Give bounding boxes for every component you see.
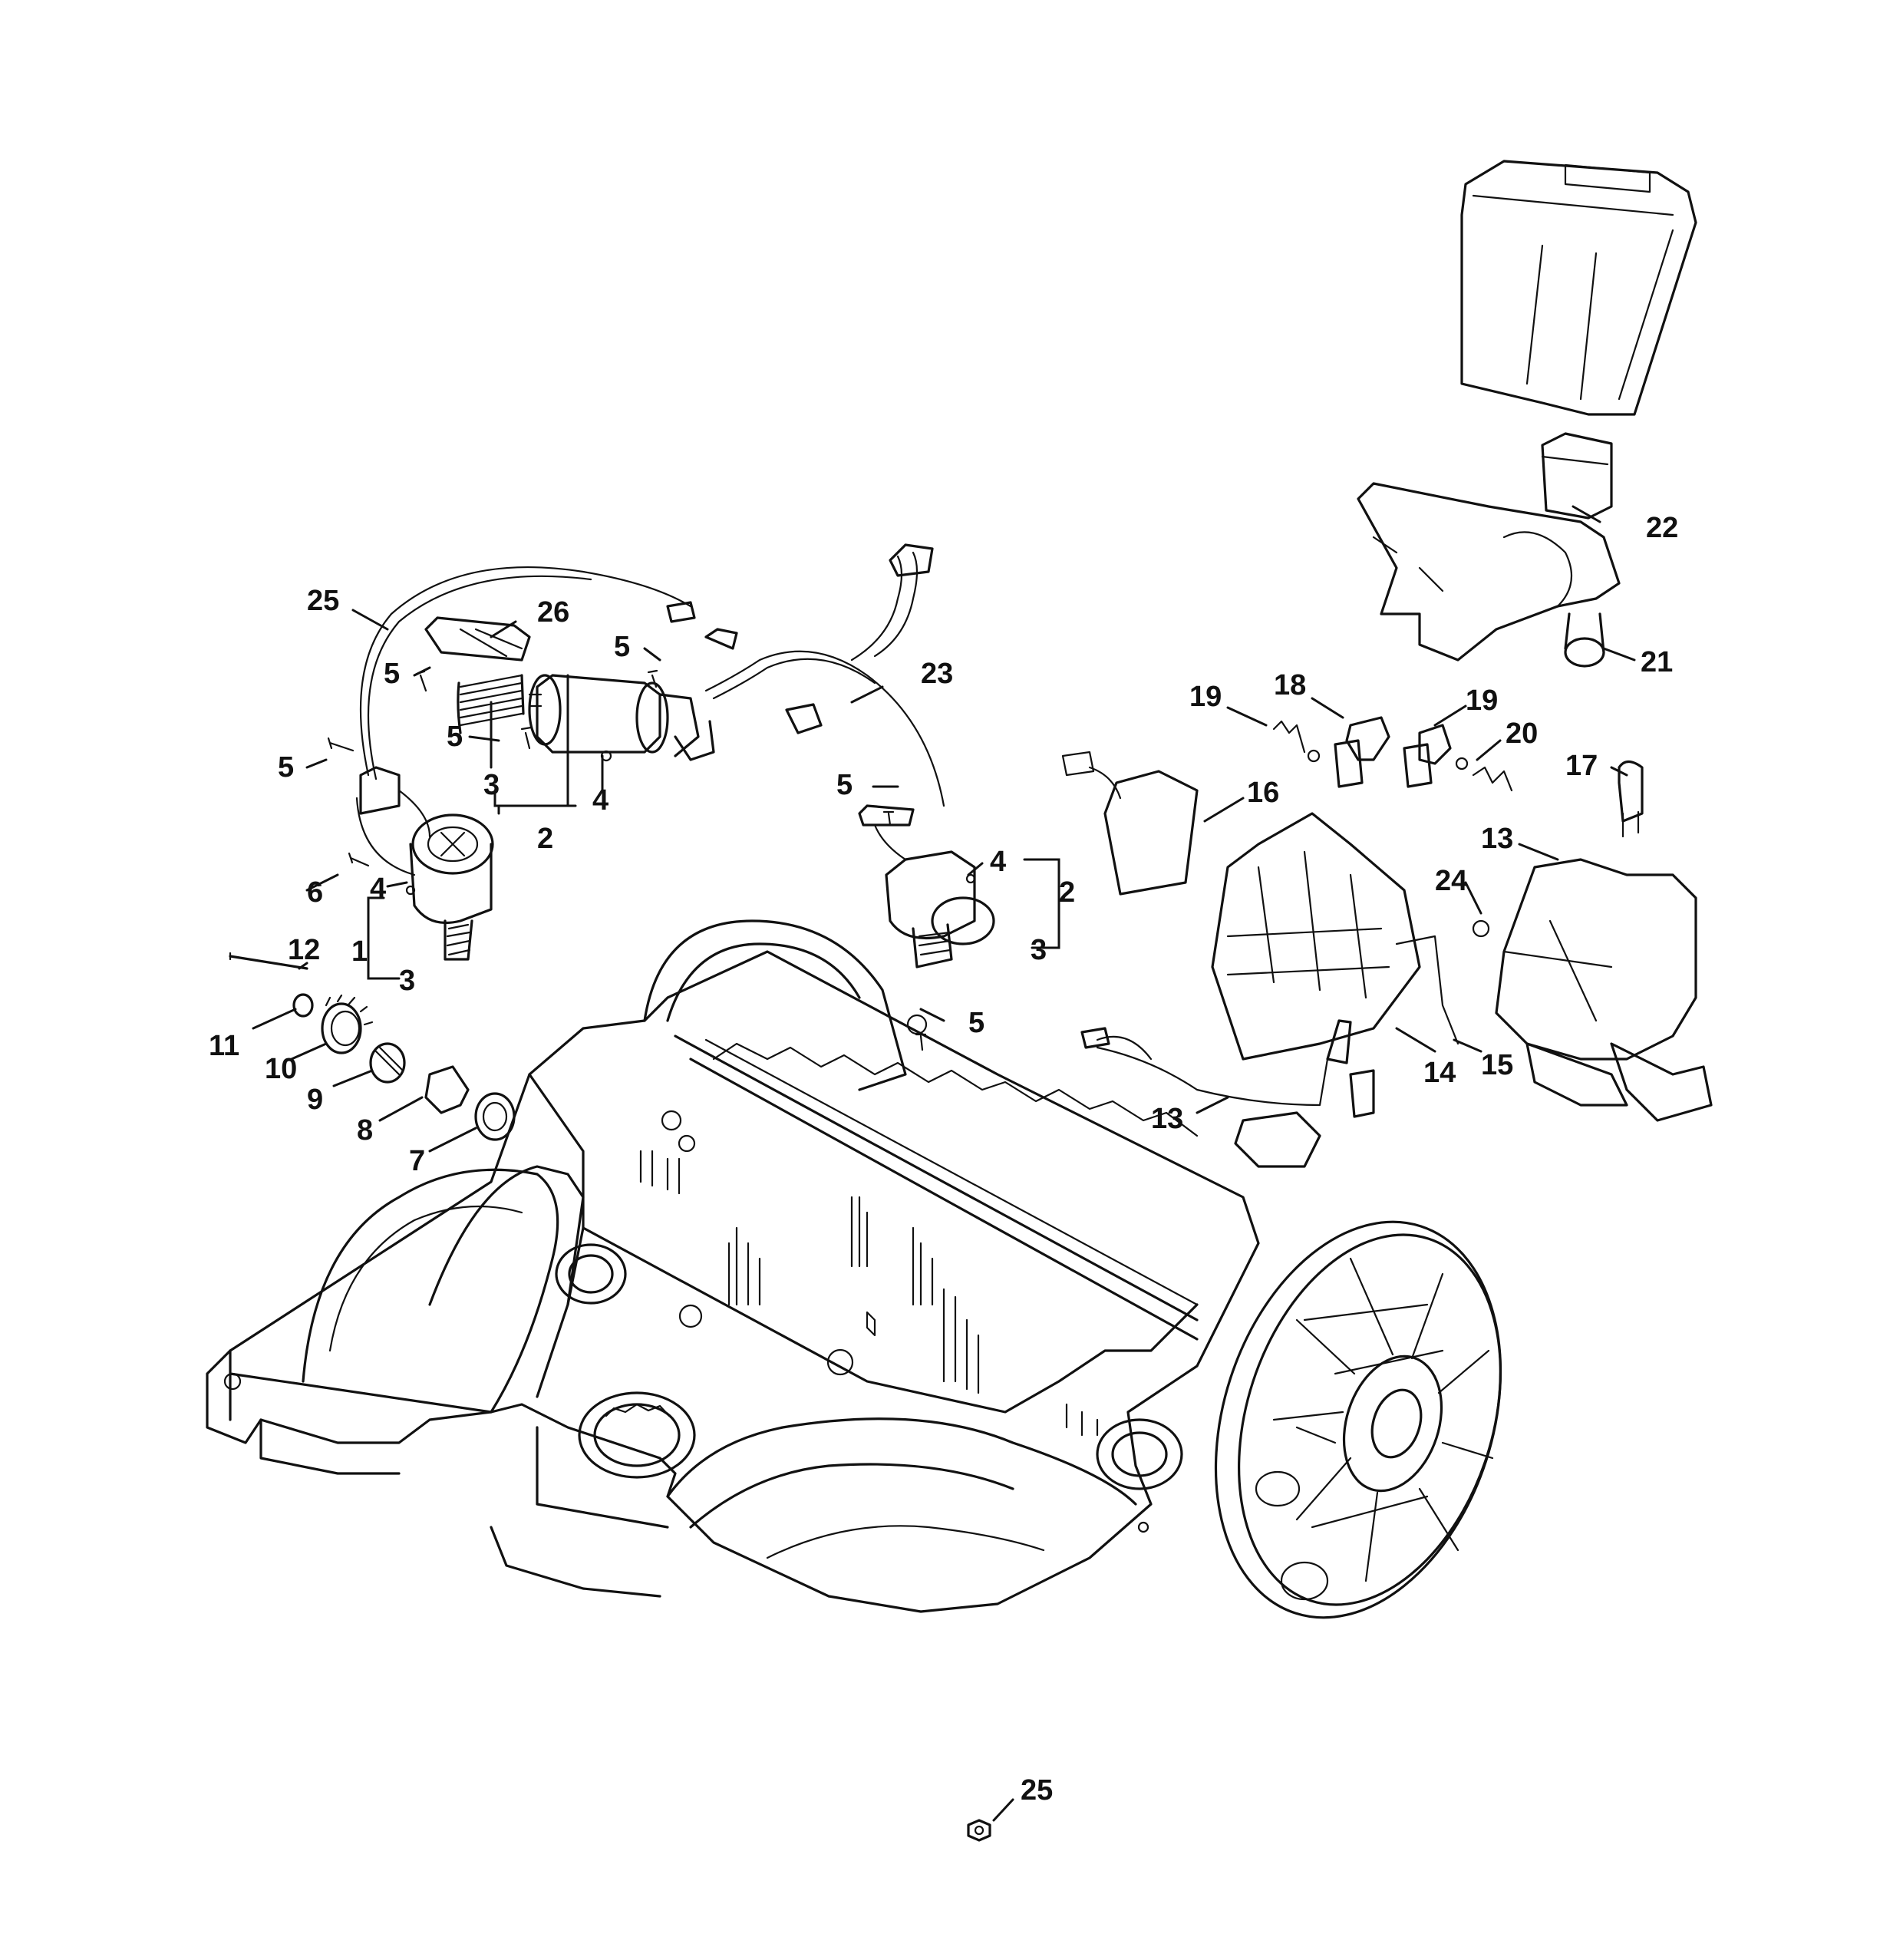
callout-15: 15 bbox=[1481, 1049, 1513, 1081]
callout-9: 10 bbox=[265, 1053, 297, 1085]
wiring-harness bbox=[359, 543, 945, 807]
callout-5-g: 6 bbox=[307, 876, 323, 909]
nut-25 bbox=[967, 1819, 991, 1842]
callout-3-c: 3 bbox=[399, 965, 415, 997]
mower-deck-housing bbox=[206, 919, 1260, 1613]
cable-13 bbox=[1080, 1019, 1375, 1168]
callout-19-b: 20 bbox=[1506, 718, 1538, 750]
callout-17: 17 bbox=[1565, 750, 1598, 782]
callout-4-c: 4 bbox=[370, 873, 386, 905]
callout-14: 14 bbox=[1423, 1057, 1456, 1089]
callout-21: 22 bbox=[1646, 512, 1678, 544]
callout-5-f: 5 bbox=[968, 1007, 984, 1039]
callout-3-a: 3 bbox=[483, 769, 500, 801]
callout-16: 16 bbox=[1247, 777, 1279, 809]
drive-gear-parts bbox=[229, 952, 516, 1141]
callout-5-d: 5 bbox=[278, 751, 294, 784]
callout-11: 12 bbox=[288, 934, 320, 966]
callout-5-a: 5 bbox=[614, 631, 630, 663]
handle-bracket-14 bbox=[1211, 812, 1459, 1061]
callout-6: 7 bbox=[409, 1145, 425, 1177]
callout-5-b: 5 bbox=[384, 658, 400, 690]
callout-2-a: 2 bbox=[537, 823, 553, 855]
control-parts-16-19 bbox=[1061, 716, 1644, 896]
leader-lines bbox=[252, 505, 1636, 1822]
right-motor-assembly bbox=[858, 804, 995, 968]
callout-23: 25 bbox=[307, 585, 339, 617]
callout-8: 9 bbox=[307, 1084, 323, 1116]
callout-18-b: 19 bbox=[1466, 685, 1498, 717]
callout-13: 13 bbox=[1151, 1103, 1183, 1135]
housing-12 bbox=[1472, 858, 1713, 1122]
callout-5-c: 5 bbox=[447, 721, 463, 753]
callout-7: 8 bbox=[357, 1114, 373, 1147]
rear-wheel bbox=[1214, 1220, 1502, 1619]
callout-12: 13 bbox=[1481, 823, 1513, 855]
callout-4-a: 4 bbox=[592, 784, 608, 817]
center-motor-assembly bbox=[424, 616, 715, 761]
callout-18-a: 18 bbox=[1274, 669, 1306, 701]
callout-4-b: 4 bbox=[990, 846, 1006, 878]
handle-upper-housing-20 bbox=[1357, 482, 1621, 668]
callout-1: 1 bbox=[351, 935, 368, 968]
left-motor-assembly bbox=[355, 766, 494, 961]
callout-26: 26 bbox=[537, 596, 569, 629]
callout-3-b: 3 bbox=[1031, 934, 1047, 966]
callout-19-a: 19 bbox=[1189, 681, 1222, 713]
switch-21 bbox=[1541, 432, 1613, 520]
callout-10: 11 bbox=[209, 1030, 239, 1062]
callout-brackets bbox=[367, 674, 1060, 980]
battery-cover bbox=[1460, 160, 1697, 416]
callout-20: 21 bbox=[1641, 646, 1673, 678]
callout-24: 24 bbox=[1435, 865, 1467, 897]
callout-labels: 25 26 5 23 5 5 5 3 4 2 5 4 2 3 5 6 4 1 3… bbox=[209, 512, 1678, 1807]
callout-22: 23 bbox=[921, 658, 953, 690]
callout-25: 25 bbox=[1021, 1774, 1053, 1807]
callout-5-e: 5 bbox=[836, 769, 853, 801]
callout-2-b: 2 bbox=[1059, 876, 1075, 909]
